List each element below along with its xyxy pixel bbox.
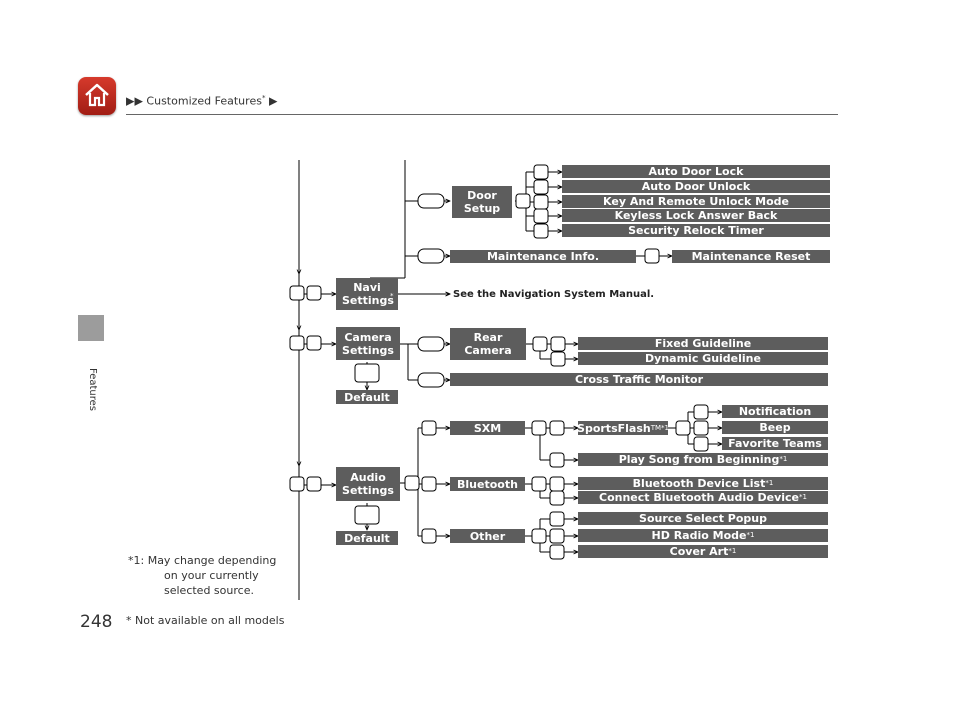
cover-art-item[interactable]: Cover Art*1 [578, 545, 828, 558]
source-note-line2: on your currently [164, 569, 259, 582]
notification-item[interactable]: Notification [722, 405, 828, 418]
breadcrumb[interactable]: ▶▶ Customized Features* ▶ [126, 94, 277, 108]
hd-radio-text: HD Radio Mode [651, 529, 747, 542]
source-note-line3: selected source. [164, 584, 254, 597]
bt-device-list-item[interactable]: Bluetooth Device List*1 [578, 477, 828, 490]
cover-art-mark: *1 [728, 547, 737, 555]
sportsflash-text: SportsFlash [578, 421, 651, 435]
favorite-teams-item[interactable]: Favorite Teams [722, 437, 828, 450]
header-rule [126, 114, 838, 115]
audio-settings-label[interactable]: Audio Settings [336, 467, 400, 501]
security-relock-item[interactable]: Security Relock Timer [562, 224, 830, 237]
other-label[interactable]: Other [450, 529, 525, 543]
availability-note: * Not available on all models [126, 614, 285, 627]
fixed-guideline-item[interactable]: Fixed Guideline [578, 337, 828, 350]
breadcrumb-arrows: ▶▶ [126, 94, 143, 108]
play-song-mark: *1 [779, 455, 788, 463]
connect-bt-text: Connect Bluetooth Audio Device [599, 491, 800, 504]
source-popup-item[interactable]: Source Select Popup [578, 512, 828, 525]
sportsflash-mark: TM*1 [650, 423, 668, 432]
key-remote-unlock-item[interactable]: Key And Remote Unlock Mode [562, 195, 830, 208]
navi-settings-label[interactable]: Navi Settings [336, 278, 398, 310]
breadcrumb-mark: * [261, 94, 266, 102]
auto-door-lock-item[interactable]: Auto Door Lock [562, 165, 830, 178]
play-song-text: Play Song from Beginning [618, 453, 780, 466]
cross-traffic-item[interactable]: Cross Traffic Monitor [450, 373, 828, 386]
connect-bt-mark: *1 [799, 493, 807, 501]
sxm-label[interactable]: SXM [450, 421, 525, 435]
cover-art-text: Cover Art [669, 545, 729, 558]
breadcrumb-arrow: ▶ [268, 94, 278, 108]
breadcrumb-label[interactable]: Customized Features [146, 94, 262, 108]
navi-reference-text: See the Navigation System Manual. [453, 289, 655, 300]
dynamic-guideline-item[interactable]: Dynamic Guideline [578, 352, 828, 365]
audio-default-item[interactable]: Default [336, 531, 398, 545]
auto-door-unlock-item[interactable]: Auto Door Unlock [562, 180, 830, 193]
home-icon [85, 83, 109, 107]
navi-settings-text: Navi Settings [342, 281, 394, 307]
page-number: 248 [80, 612, 113, 632]
source-note: *1: May change depending on your current… [128, 553, 276, 598]
beep-item[interactable]: Beep [722, 421, 828, 434]
source-note-line1: *1: May change depending [128, 554, 277, 567]
connect-bt-item[interactable]: Connect Bluetooth Audio Device*1 [578, 491, 828, 504]
navi-mark: * [390, 292, 394, 300]
play-song-item[interactable]: Play Song from Beginning*1 [578, 453, 828, 466]
maintenance-reset-item[interactable]: Maintenance Reset [672, 250, 830, 263]
camera-settings-label[interactable]: Camera Settings [336, 327, 400, 360]
bluetooth-label[interactable]: Bluetooth [450, 477, 525, 491]
keyless-lock-answer-item[interactable]: Keyless Lock Answer Back [562, 209, 830, 222]
home-button[interactable] [78, 77, 116, 115]
section-tab[interactable] [78, 315, 104, 341]
hd-radio-mark: *1 [746, 531, 755, 539]
bt-device-list-mark: *1 [765, 479, 774, 487]
camera-default-item[interactable]: Default [336, 390, 398, 404]
hd-radio-item[interactable]: HD Radio Mode*1 [578, 529, 828, 542]
bt-device-list-text: Bluetooth Device List [632, 477, 766, 490]
rear-camera-label[interactable]: Rear Camera [450, 328, 526, 360]
maintenance-info-label[interactable]: Maintenance Info. [450, 250, 636, 263]
door-setup-label[interactable]: Door Setup [452, 186, 512, 218]
